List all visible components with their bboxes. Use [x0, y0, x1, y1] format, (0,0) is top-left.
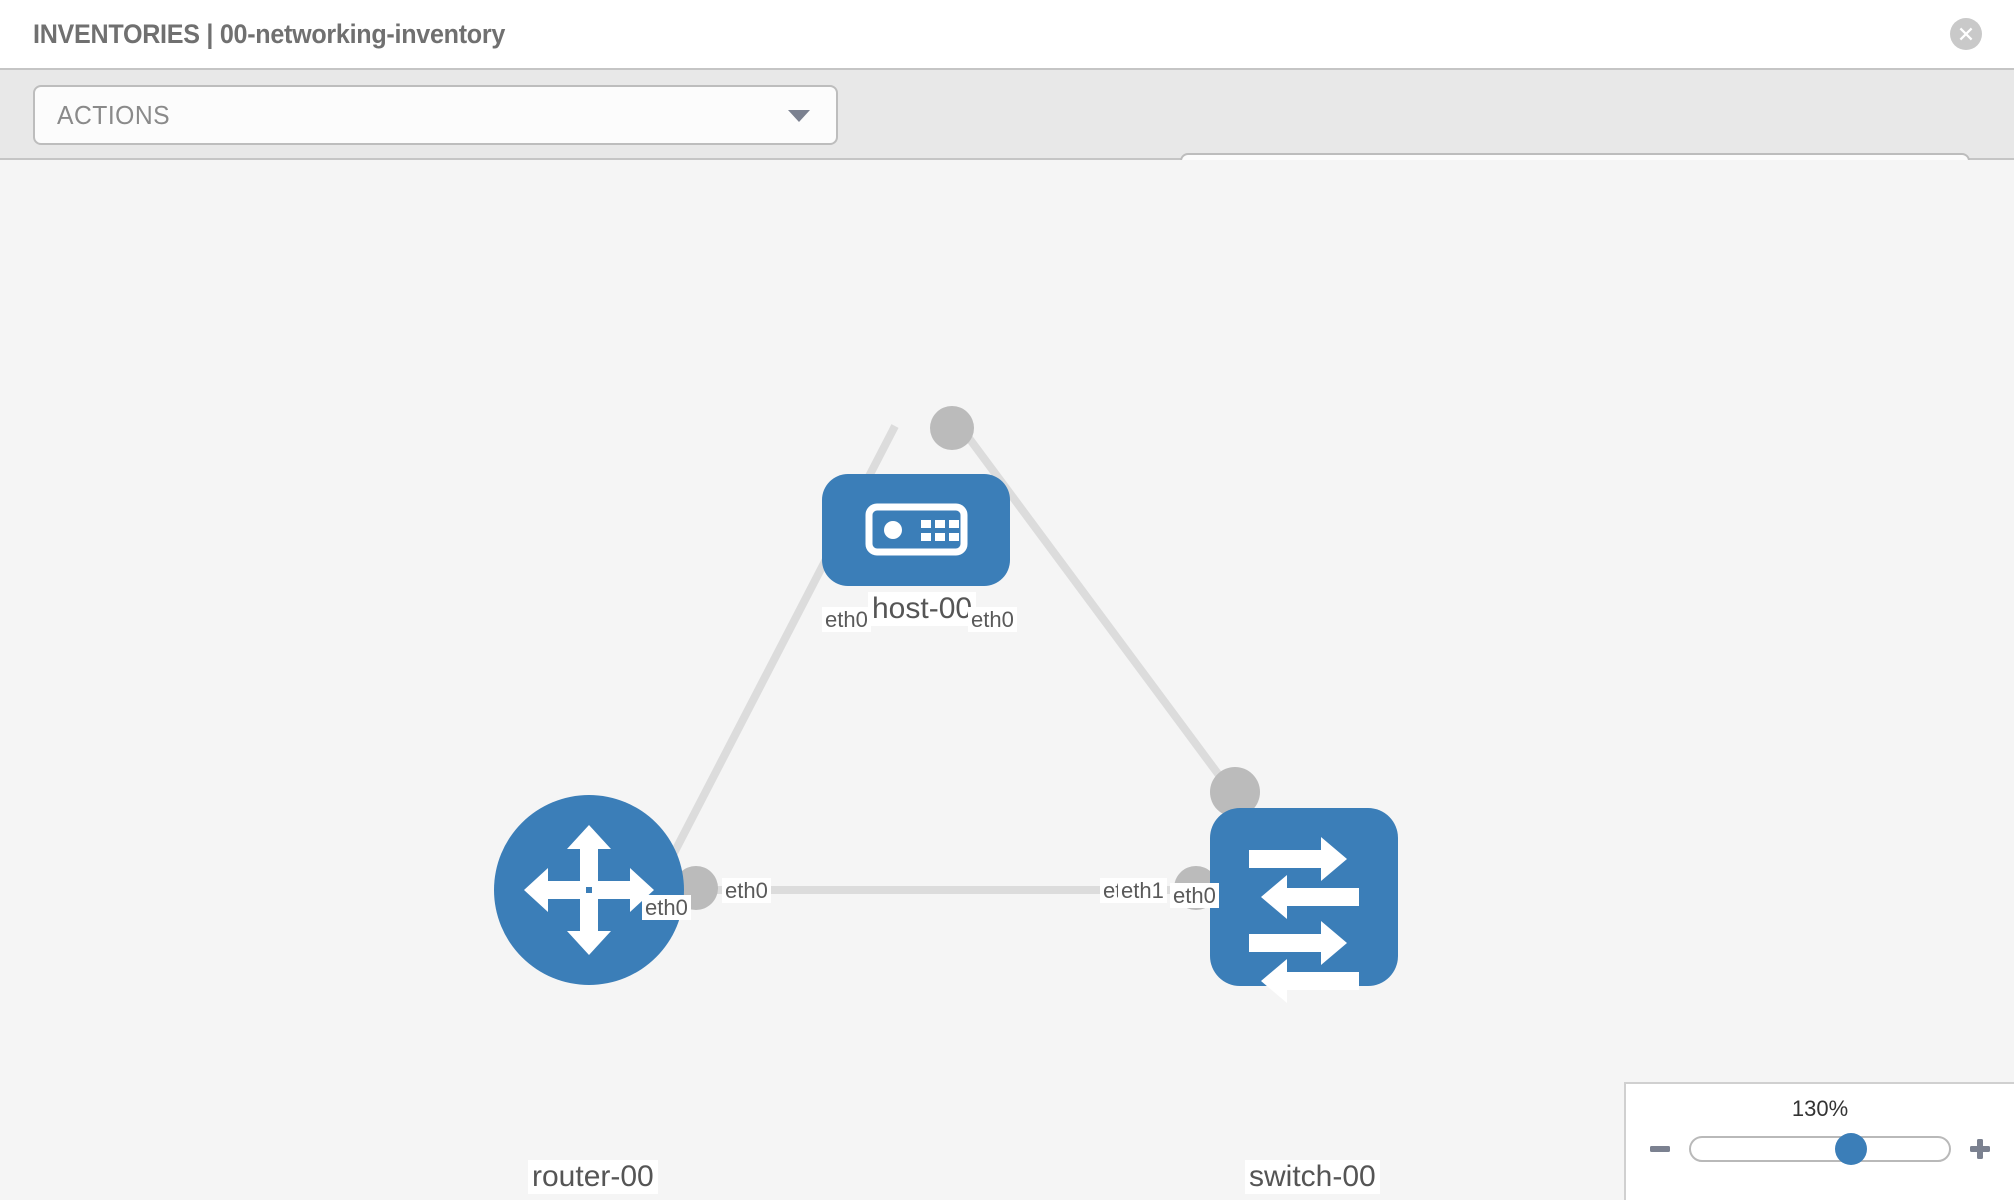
- minus-icon[interactable]: [1643, 1132, 1677, 1166]
- page-title: INVENTORIES | 00-networking-inventory: [33, 18, 506, 49]
- edge-label-router-diag-eth: eth0: [642, 895, 691, 921]
- node-switch-00: [1210, 808, 1398, 1003]
- zoom-control-panel: 130%: [1624, 1082, 2014, 1200]
- node-label-router-00: router-00: [528, 1160, 658, 1194]
- server-icon-leds: [921, 520, 959, 541]
- node-label-host-00: host-00: [868, 592, 977, 626]
- page-header: INVENTORIES | 00-networking-inventory: [0, 0, 2014, 68]
- node-router-00: [494, 795, 684, 985]
- zoom-level-value: 130%: [1791, 1096, 1849, 1121]
- actions-dropdown-label: ACTIONS: [57, 99, 171, 130]
- edge-label-switch-left-eth: eth1: [1118, 878, 1167, 904]
- connector-host-bottom: [930, 406, 974, 450]
- edge-label-switch-diag-eth: eth0: [1170, 883, 1219, 909]
- chevron-down-icon: [788, 110, 810, 122]
- connector-switch-top: [1210, 767, 1260, 817]
- edge-label-host-left-eth: eth0: [822, 607, 871, 633]
- server-icon: [865, 503, 968, 556]
- edge-label-host-right-eth: eth0: [968, 607, 1017, 633]
- router-arrows-icon: [524, 825, 654, 955]
- actions-dropdown[interactable]: ACTIONS: [33, 85, 838, 145]
- node-label-switch-00: switch-00: [1245, 1160, 1380, 1194]
- switch-arrows-icon: [1249, 837, 1359, 1003]
- zoom-slider[interactable]: [1689, 1133, 1951, 1165]
- topology-graph: [494, 406, 1398, 1003]
- edge-label-router-right-eth: eth0: [722, 878, 771, 904]
- topology-canvas[interactable]: eth0 host-00 eth0 eth0 eth0 eth0 eth0 et…: [0, 160, 2014, 1200]
- zoom-control-row: [1626, 1132, 2014, 1166]
- toolbar: ACTIONS SEARCH: [0, 68, 2014, 213]
- node-host-00: [822, 474, 1010, 586]
- zoom-slider-thumb[interactable]: [1834, 1133, 1867, 1165]
- close-icon[interactable]: [1950, 18, 1982, 50]
- plus-icon[interactable]: [1963, 1132, 1997, 1166]
